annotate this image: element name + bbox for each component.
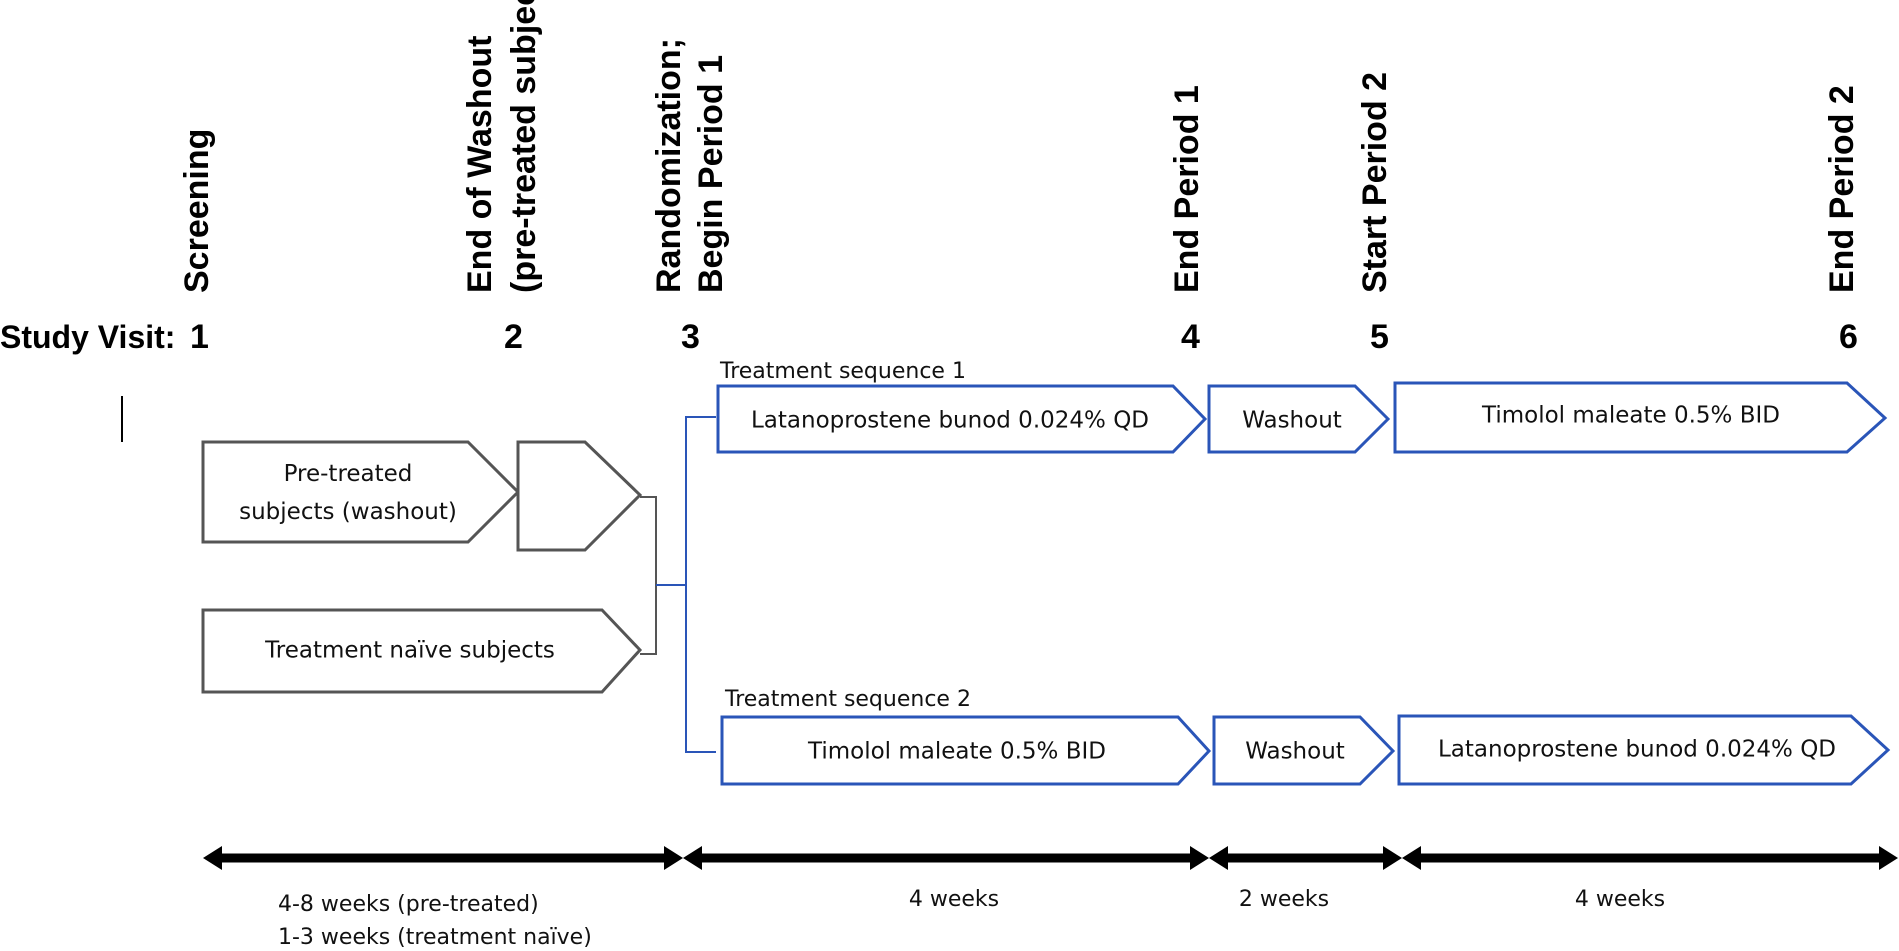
sequence-2-label: Treatment sequence 2: [724, 687, 971, 712]
duration-period1: 4 weeks: [909, 887, 999, 912]
seq1-washout-arrow: [1207, 384, 1391, 454]
visit-2-title-line2: (pre-treated subjects): [505, 0, 543, 293]
visit-5-title: Start Period 2: [1356, 72, 1394, 293]
timeline-segment-washout: [1209, 846, 1402, 870]
seq2-washout-label: Washout: [1245, 739, 1345, 765]
seq2-period2-label: Latanoprostene bunod 0.024% QD: [1438, 737, 1836, 763]
seq2-period2-arrow: [1397, 714, 1891, 786]
visit-1-title: Screening: [178, 129, 216, 293]
treatment-naive-label: Treatment naïve subjects: [264, 638, 555, 664]
visit-number-4: 4: [1181, 318, 1200, 356]
visit-number-6: 6: [1839, 318, 1858, 356]
timeline-segment-period2: [1402, 846, 1898, 870]
visit-6-title: End Period 2: [1823, 85, 1861, 293]
seq2-period1-label: Timolol maleate 0.5% BID: [807, 739, 1106, 765]
duration-period2: 4 weeks: [1575, 887, 1665, 912]
seq1-period1-label: Latanoprostene bunod 0.024% QD: [751, 408, 1149, 434]
seq1-period2-label: Timolol maleate 0.5% BID: [1481, 403, 1780, 429]
pretreated-label-line1: Pre-treated: [284, 461, 413, 487]
duration-washout: 2 weeks: [1239, 887, 1329, 912]
timeline-segment-pre: [203, 846, 683, 870]
merge-bracket: [640, 496, 657, 655]
seq2-washout-arrow: [1212, 715, 1396, 786]
pretreated-continuation-arrow: [516, 440, 643, 552]
visit-number-3: 3: [681, 318, 700, 356]
duration-pre-line1: 4-8 weeks (pre-treated): [278, 892, 539, 917]
study-visit-label: Study Visit:: [0, 319, 175, 355]
seq1-period1-arrow: [716, 384, 1208, 454]
visit-4-title: End Period 1: [1168, 85, 1206, 293]
seq1-washout-label: Washout: [1242, 408, 1342, 434]
sequence-1-label: Treatment sequence 1: [719, 359, 966, 384]
visit-number-5: 5: [1370, 318, 1389, 356]
randomization-bracket: [685, 416, 716, 753]
pretreated-label-line2: subjects (washout): [239, 499, 457, 525]
visit-number-1: 1: [190, 318, 209, 356]
seq1-period2-arrow: [1393, 381, 1888, 454]
seq2-period1-arrow: [720, 715, 1212, 786]
treatment-naive-box: [201, 608, 643, 694]
visit-2-title-line1: End of Washout: [461, 36, 499, 293]
visit-3-title-line2: Begin Period 1: [692, 55, 730, 293]
duration-pre-line2: 1-3 weeks (treatment naïve): [278, 925, 592, 950]
timeline-segment-period1: [683, 846, 1209, 870]
visit-3-title-line1: Randomization;: [650, 38, 688, 293]
pretreated-washout-box: [201, 440, 521, 544]
visit-number-2: 2: [504, 318, 523, 356]
